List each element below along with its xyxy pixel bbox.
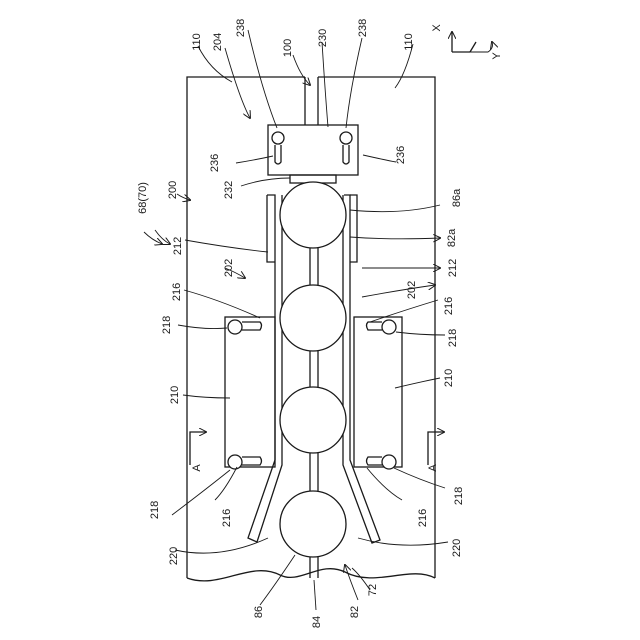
label-86a: 86a — [451, 188, 463, 207]
label-x-axis: X — [431, 24, 443, 32]
unit-230 — [268, 125, 358, 183]
label-68-70: 68(70) — [137, 182, 149, 214]
label-216-top-right: 216 — [443, 297, 455, 315]
label-220-right: 220 — [451, 539, 463, 557]
label-84: 84 — [311, 616, 323, 628]
label-218-top-right: 218 — [447, 329, 459, 347]
pointer-68 — [144, 232, 162, 244]
label-216-bottom-left: 216 — [221, 509, 233, 527]
label-86: 86 — [253, 606, 265, 618]
label-210-left: 210 — [169, 386, 181, 404]
label-200: 200 — [167, 181, 179, 199]
label-section-a-left: A — [191, 464, 203, 472]
label-236-left: 236 — [209, 154, 221, 172]
label-110-right: 110 — [403, 33, 415, 51]
label-218-top-left: 218 — [161, 316, 173, 334]
balls — [280, 182, 346, 557]
label-216-top-left: 216 — [171, 283, 183, 301]
label-230: 230 — [317, 29, 329, 47]
label-210-right: 210 — [443, 369, 455, 387]
label-110-left: 110 — [191, 33, 203, 51]
label-220-left: 220 — [168, 547, 180, 565]
label-218-bottom-right: 218 — [453, 487, 465, 505]
axis-indicator — [452, 32, 493, 52]
label-202-left: 202 — [223, 259, 235, 277]
label-216-bottom-right: 216 — [417, 509, 429, 527]
label-232: 232 — [223, 181, 235, 199]
label-82: 82 — [349, 606, 361, 618]
label-100: 100 — [282, 39, 294, 57]
label-212-right: 212 — [447, 259, 459, 277]
label-218-bottom-left: 218 — [149, 501, 161, 519]
label-238-left: 238 — [235, 19, 247, 37]
label-y-axis: Y — [491, 52, 503, 60]
label-238-right: 238 — [357, 19, 369, 37]
label-236-right: 236 — [395, 146, 407, 164]
label-82a: 82a — [446, 228, 458, 247]
label-section-a-right: A — [427, 464, 439, 472]
label-202-right: 202 — [406, 281, 418, 299]
label-72: 72 — [367, 584, 379, 596]
label-212-left: 212 — [172, 237, 184, 255]
label-204: 204 — [212, 33, 224, 51]
